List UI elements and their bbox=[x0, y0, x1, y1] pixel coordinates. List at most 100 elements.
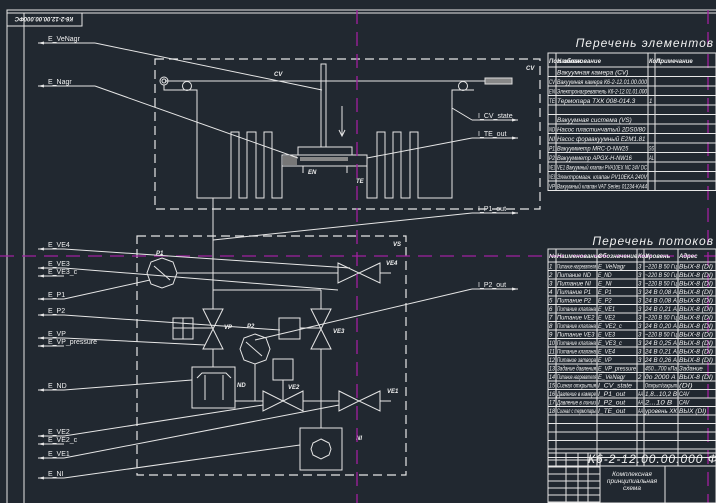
signal-e-p2[interactable]: E_P2 bbox=[38, 308, 281, 331]
table-cell: ВЫХ-8 (DI) bbox=[679, 306, 713, 313]
table-cell: Сигнал с термопары bbox=[557, 408, 596, 415]
table-cell: 1 bbox=[549, 264, 553, 271]
drawing-code: К6-2-12.00.00.000 ФС bbox=[588, 452, 716, 466]
vp-label: VP bbox=[224, 325, 233, 331]
gauge-p1-icon bbox=[146, 257, 178, 289]
table-cell: AL bbox=[648, 155, 654, 162]
table-cell: Вакуумная система (VS) bbox=[557, 117, 632, 124]
table-cell: 2...10 В bbox=[644, 400, 673, 407]
table-cell: Давление в камере bbox=[556, 391, 596, 398]
signal-label: E_VP bbox=[48, 331, 66, 338]
table-header: Наименование bbox=[557, 254, 602, 260]
table-cell: 1,8...10,2 В bbox=[645, 391, 678, 398]
signal-e-ve2[interactable]: E_VE2 bbox=[38, 404, 264, 438]
signal-i-p1-out[interactable]: I_P1_out bbox=[212, 206, 518, 241]
signal-i-te-out[interactable]: I_TE_out bbox=[366, 131, 518, 159]
table-row: Вакуумная камера (CV) bbox=[557, 70, 628, 77]
table-cell: АА bbox=[637, 391, 643, 398]
table-cell: 1 bbox=[649, 98, 653, 105]
table-cell: S/S bbox=[649, 146, 654, 153]
signal-label: E_VE3_c bbox=[48, 269, 78, 276]
substrate-stage bbox=[281, 154, 368, 167]
table-cell: ~220 В 50 Гц bbox=[645, 332, 677, 339]
table-cell: ~220 В 50 Гц bbox=[645, 272, 677, 279]
table-header: Примечание bbox=[656, 59, 693, 65]
ni-label: NI bbox=[356, 436, 362, 442]
signal-label: E_P1 bbox=[48, 292, 65, 299]
table-cell: Питание VE2 bbox=[557, 315, 595, 322]
table-cell: ВЫХ-8 (DI) bbox=[679, 281, 713, 288]
stamp-box bbox=[6, 12, 83, 27]
signal-e-venagr[interactable]: E_VeNagr bbox=[38, 36, 323, 91]
table-cell: ВЫХ (DI) bbox=[679, 408, 706, 415]
signal-e-vp[interactable]: E_VP bbox=[38, 331, 206, 346]
table-cell: CAV bbox=[679, 391, 690, 398]
signal-e-ve1[interactable]: E_VE1 bbox=[38, 404, 340, 460]
table-cell: 3 bbox=[549, 281, 553, 288]
table-cell: Задание давления bbox=[557, 365, 596, 373]
cv-label: CV bbox=[526, 66, 535, 72]
te-label: TE bbox=[356, 179, 365, 185]
table-cell: VE1 Вакуумный клапан PVA10EX NC 24V DC bbox=[557, 164, 647, 172]
signal-e-vp-pressure[interactable]: E_VP_pressure bbox=[38, 339, 97, 348]
table-cell: ВЫХ-8 (DI) bbox=[679, 340, 713, 347]
ve3-label: VE3 bbox=[333, 329, 345, 335]
gauge-p2-icon bbox=[239, 333, 271, 365]
signal-label: E_VE1 bbox=[48, 451, 70, 458]
table-cell: VP bbox=[549, 184, 555, 191]
signal-e-ve2-c[interactable]: E_VE2_c bbox=[38, 437, 78, 446]
table-cell: 450...700 кПа bbox=[645, 366, 677, 373]
nd-label: ND bbox=[237, 383, 246, 389]
table-cell: АА bbox=[637, 400, 643, 407]
table-cell: Сигнал открытия bbox=[557, 383, 596, 390]
signal-label: E_ND bbox=[48, 383, 67, 390]
signal-i-cv-state[interactable]: I_CV_state bbox=[451, 107, 518, 122]
table-cell: 18 bbox=[549, 408, 555, 415]
table-cell: CV bbox=[549, 79, 555, 86]
signal-e-ve3-c[interactable]: E_VE3_c bbox=[38, 269, 78, 278]
signal-i-p2-out[interactable]: I_P2_out bbox=[254, 282, 518, 341]
hatched-bar bbox=[484, 77, 513, 85]
signal-e-ve4[interactable]: E_VE4 bbox=[38, 242, 351, 269]
table-title: Перечень элементов bbox=[576, 36, 714, 50]
signal-label: E_VE3 bbox=[48, 261, 70, 268]
table-cell: I_P2_out bbox=[598, 400, 626, 407]
table-header: Уровень bbox=[645, 254, 671, 260]
signal-e-nagr[interactable]: E_Nagr bbox=[38, 79, 299, 159]
signal-label: E_NI bbox=[48, 471, 64, 478]
table-cell: 24 В 0,25 А bbox=[644, 340, 677, 347]
table-cell: 3 bbox=[638, 306, 642, 313]
table-cell: Вакуумная камера (CV) bbox=[557, 70, 628, 77]
hatch-left bbox=[283, 156, 297, 165]
table-cell: 3 bbox=[638, 332, 642, 339]
table-cell: 3 bbox=[638, 340, 642, 347]
drawing-title: принципиальная bbox=[607, 478, 658, 485]
table-cell: 3 bbox=[638, 289, 642, 296]
signal-e-ni[interactable]: E_NI bbox=[38, 444, 301, 480]
roller-icon bbox=[458, 81, 468, 91]
valve-vp-icon bbox=[202, 308, 224, 350]
signal-e-nd[interactable]: E_ND bbox=[38, 379, 193, 392]
table-cell: 24 В 0,08 А bbox=[644, 289, 677, 296]
table-cell: 3 bbox=[638, 323, 642, 330]
signal-e-ve3[interactable]: E_VE3 bbox=[38, 261, 339, 291]
signal-label: E_VP_pressure bbox=[48, 339, 97, 346]
table-cell: I_CV_state bbox=[598, 383, 632, 390]
table-cell: Электронагреватель К6-2-12.01.01.000 bbox=[557, 89, 647, 96]
table-cell: (DI) bbox=[679, 383, 693, 390]
p2-label: P2 bbox=[247, 324, 255, 330]
table-header: Кол. bbox=[649, 59, 662, 65]
signal-e-p1[interactable]: E_P1 bbox=[38, 279, 151, 301]
table-cell: 24 В 0,08 А bbox=[644, 298, 677, 305]
